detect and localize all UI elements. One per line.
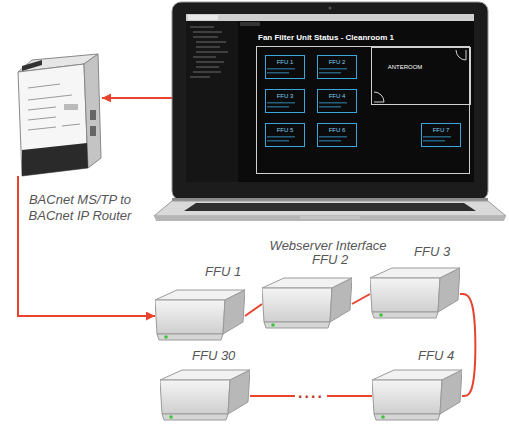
screen-unit-label: FFU 6 [318,126,356,134]
room-box: ANTEROOM [371,47,471,105]
bus-wire [352,294,370,304]
screen-unit-label: FFU 3 [266,92,304,100]
screen-unit-box: FFU 3 [265,89,305,113]
fan-filter-unit: FFU 1 [155,288,245,344]
screen-unit-box: FFU 5 [265,123,305,147]
unit-label: FFU 30 [192,348,252,364]
bus-wire [245,304,262,316]
router-device: BACnet MS/TP to BACnet IP Router [15,54,102,176]
device-caption: Webserver Interface [248,238,408,254]
screen-unit-box: FFU 4 [317,89,357,113]
unit-housing [262,276,352,332]
screen-unit-label: FFU 5 [266,126,304,134]
router-drawing [18,54,101,176]
unit-label: FFU 3 [414,244,474,260]
bus-wire [102,97,172,99]
bus-wire [460,294,475,396]
laptop-webserver: FFU 1 FFU 2 FFU 3 FFU 4 FFU 5 FFU 6 FFU 7 ANTER… [172,2,488,200]
unit-label: FFU 1 [205,264,265,280]
screen-unit-label: FFU 4 [318,92,356,100]
bus-wire [18,176,155,316]
unit-housing [370,266,460,322]
unit-housing [160,368,250,424]
fan-filter-unit: FFU 3 [370,266,460,322]
fan-filter-unit: FFU 4 [372,368,462,424]
screen-unit-label: FFU 2 [318,58,356,66]
fan-filter-unit: FFU 30 [160,368,250,424]
screen-unit-box: FFU 6 [317,123,357,147]
unit-housing [155,288,245,344]
laptop-drawing [154,2,506,221]
screen-unit-box: FFU 1 [265,55,305,79]
unit-housing [372,368,462,424]
continuation-dots: .... [295,385,327,401]
screen-unit-box: FFU 2 [317,55,357,79]
screen-unit-label: FFU 7 [422,126,460,134]
screen-unit-label: FFU 1 [266,58,304,66]
unit-label: FFU 2 [312,252,372,268]
screen-panel: FFU 1 FFU 2 FFU 3 FFU 4 FFU 5 FFU 6 FFU 7 ANTER… [256,46,470,174]
device-caption: BACnet MS/TP to BACnet IP Router [20,192,140,224]
screen-title: Fan Filter Unit Status - Cleanroom 1 [258,33,470,43]
room-label: ANTEROOM [375,63,435,71]
screen-unit-box: FFU 7 [421,123,461,147]
fan-filter-unit: FFU 2 [262,276,352,332]
unit-label: FFU 4 [418,348,478,364]
